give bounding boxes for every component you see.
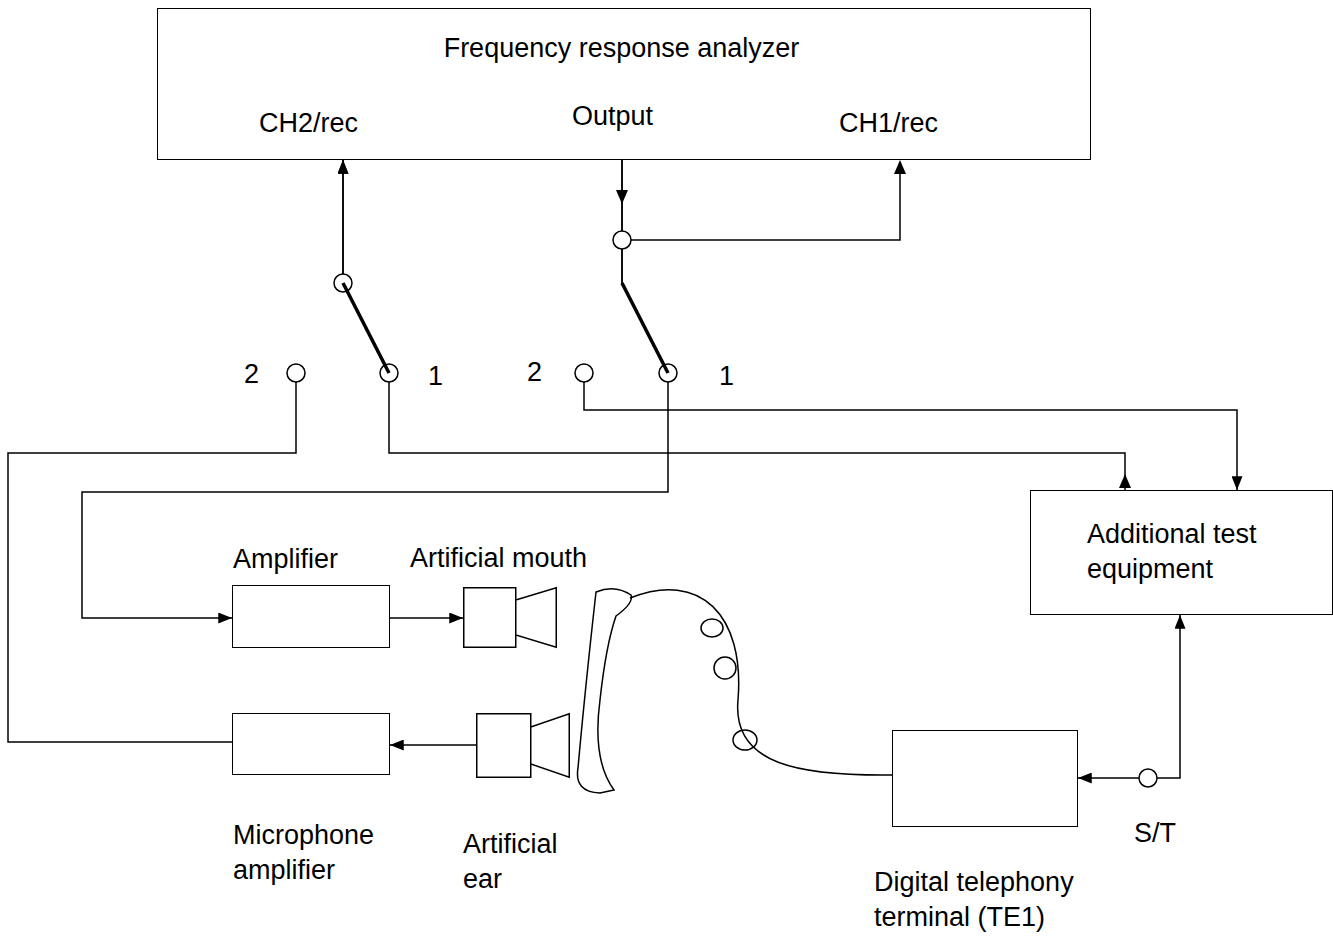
handset: [577, 589, 631, 793]
analyzer-box: Frequency response analyzerCH2/rec Output…: [157, 8, 1091, 160]
signal-wire: [584, 160, 1237, 490]
box-text: Additional test equipment: [1087, 517, 1322, 587]
body: [477, 714, 531, 778]
signal-wire: [82, 160, 668, 618]
switch-position: 1: [428, 360, 443, 392]
switch-position: 1: [719, 360, 734, 392]
amplifier-box: Amplifier: [232, 585, 390, 648]
cord-coil: [714, 657, 736, 679]
switch-terminal: [575, 364, 593, 382]
mouth-outline: [463, 587, 557, 648]
part-label: Artificial ear: [463, 827, 598, 897]
cone: [516, 588, 557, 648]
switch-blade: [343, 283, 389, 373]
part-label: Amplifier: [233, 542, 338, 577]
part-label: Digital telephony terminal (TE1): [874, 865, 1149, 935]
switch-blade: [622, 283, 668, 373]
box-title: Frequency response analyzer: [158, 31, 1085, 66]
arrow-head: [894, 160, 906, 174]
signal-wire: [343, 160, 1125, 490]
artificial-ear: Artificial ear: [476, 713, 570, 778]
terminal-box: Digital telephony terminal (TE1): [892, 730, 1078, 827]
handset-cord: [630, 590, 892, 775]
switch-terminal: [287, 364, 305, 382]
microphone-amplifier-box: Microphone amplifier: [232, 713, 390, 775]
port-label: CH2/rec: [259, 106, 358, 141]
artificial-mouth: Artificial mouth: [463, 587, 557, 648]
cord-coil: [733, 730, 757, 750]
cone: [531, 714, 570, 778]
junction: [613, 231, 631, 249]
signal-wire: [8, 160, 343, 742]
part-label: Microphone amplifier: [233, 818, 418, 888]
cord-coil: [701, 619, 723, 637]
ear-outline: [476, 713, 570, 778]
ch1-wire: [622, 172, 900, 240]
switch-position: 2: [527, 356, 542, 388]
part-label: Artificial mouth: [410, 541, 587, 576]
signal-wire: [390, 617, 463, 619]
port-label: CH1/rec: [839, 106, 938, 141]
interface-label: S/T: [1134, 817, 1176, 849]
switch-position: 2: [244, 358, 259, 390]
test-equipment-box: Additional test equipment: [1030, 490, 1333, 615]
signal-wire: [1078, 615, 1180, 778]
port-label: Output: [572, 99, 653, 134]
reference-point: [1139, 769, 1157, 787]
signal-wire: [390, 744, 476, 746]
body: [464, 588, 516, 648]
